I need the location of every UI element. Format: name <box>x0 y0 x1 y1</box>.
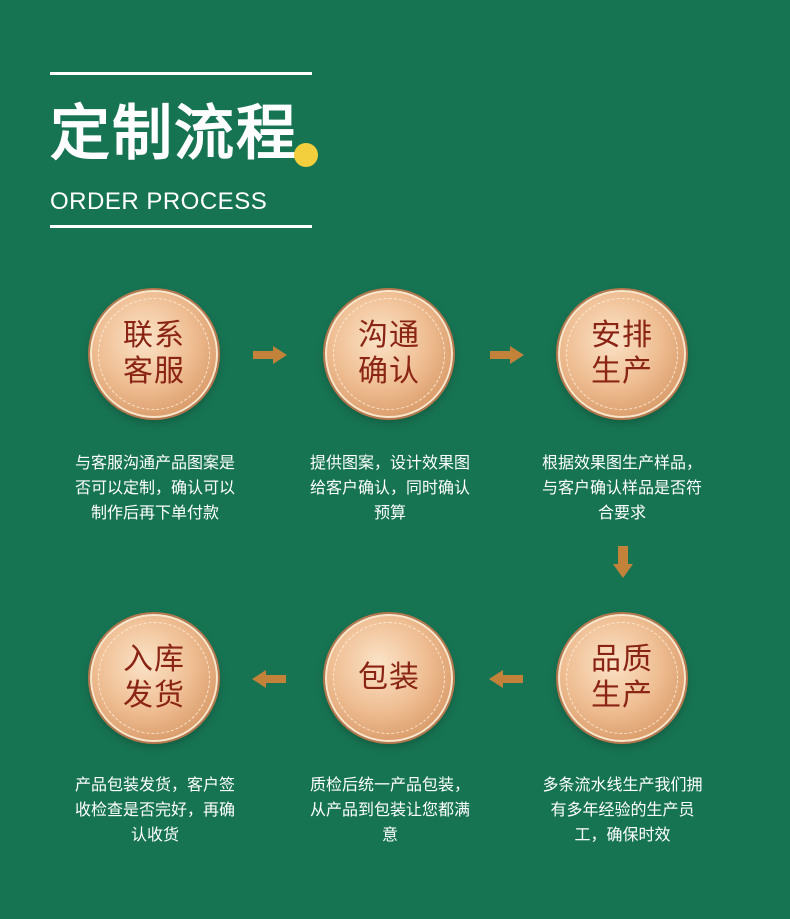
step-description: 根据效果图生产样品，与客户确认样品是否符合要求 <box>541 453 702 522</box>
page-title: 定制流程 <box>50 99 298 169</box>
accent-dot <box>294 143 318 167</box>
step-description: 提供图案，设计效果图给客户确认，同时确认预算 <box>309 453 470 522</box>
step-communicate-confirm-medal: 沟通确认 <box>325 290 453 418</box>
step-description: 与客服沟通产品图案是否可以定制，确认可以制作后再下单付款 <box>74 453 235 522</box>
step-description: 产品包装发货，客户签收检查是否完好，再确认收货 <box>74 775 235 844</box>
step-label: 品质生产 <box>591 642 653 713</box>
step-contact-service-medal: 联系客服 <box>90 290 218 418</box>
bottom-divider <box>50 225 312 228</box>
arrow-icon <box>252 670 286 688</box>
step-arrange-production-medal: 安排生产 <box>558 290 686 418</box>
arrow-icon <box>489 670 523 688</box>
step-packing-shipping-medal: 入库发货 <box>90 614 218 742</box>
step-label: 入库发货 <box>123 642 185 713</box>
step-label: 沟通确认 <box>358 318 420 389</box>
step-label: 联系客服 <box>123 318 185 389</box>
arrow-icon <box>253 346 287 364</box>
step-quality-production-medal: 品质生产 <box>558 614 686 742</box>
step-label: 安排生产 <box>591 318 653 389</box>
step-label: 包装 <box>358 660 420 695</box>
page-subtitle: ORDER PROCESS <box>50 188 268 215</box>
arrow-icon <box>490 346 524 364</box>
arrow-icon <box>613 546 633 578</box>
step-description: 质检后统一产品包装，从产品到包装让您都满意 <box>309 775 470 844</box>
step-description: 多条流水线生产我们拥有多年经验的生产员工，确保时效 <box>542 775 703 844</box>
top-divider <box>50 72 312 75</box>
step-packaging-medal: 包装 <box>325 614 453 742</box>
